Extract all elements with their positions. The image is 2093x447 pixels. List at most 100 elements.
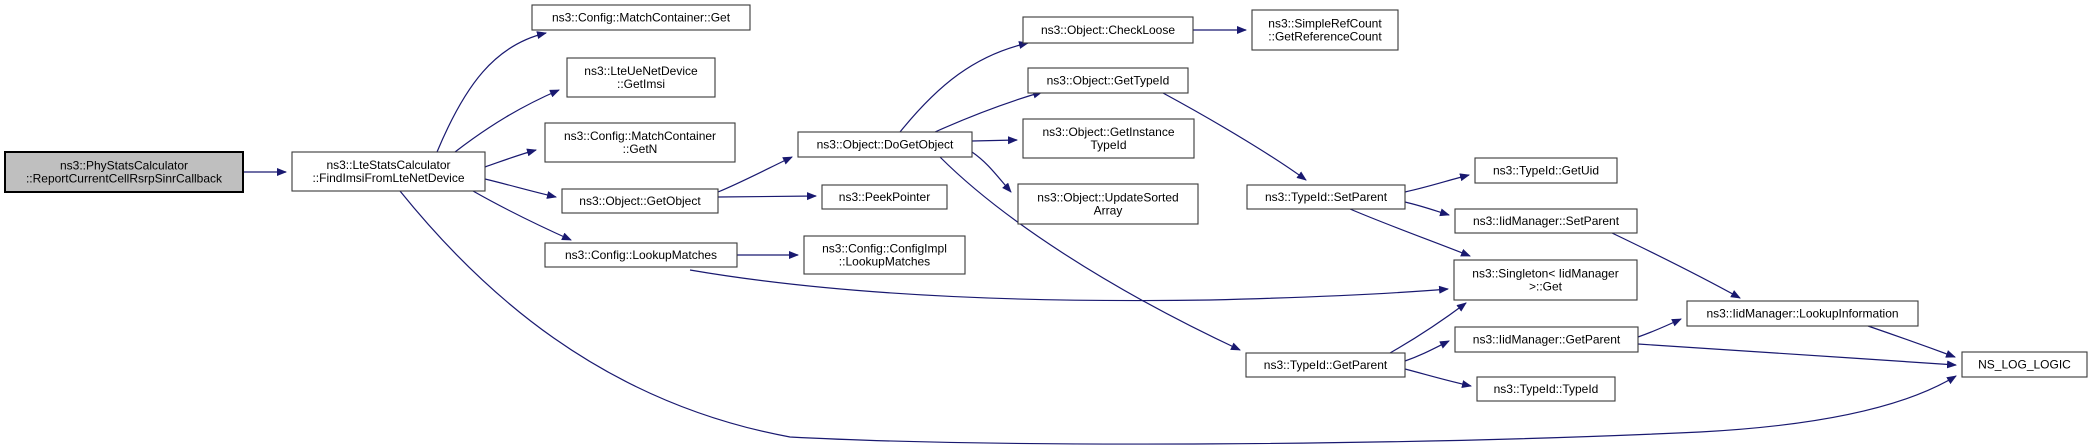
node-label: ns3::TypeId::TypeId	[1494, 382, 1599, 396]
edge-config-lookup-matches--singleton-iid-manager-get	[689, 269, 1449, 302]
edge-object-get-object--peek-pointer	[717, 192, 817, 201]
node-ns-log-logic[interactable]: NS_LOG_LOGIC	[1961, 351, 2088, 378]
edge-iid-manager-get-parent--iid-manager-lookup-information	[1637, 318, 1682, 338]
node-label: ns3::TypeId::GetParent	[1264, 358, 1388, 372]
node-simple-ref-count-get-reference-count[interactable]: ns3::SimpleRefCount::GetReferenceCount	[1251, 9, 1399, 51]
edge-object-do-get-object--object-get-instance-type-id	[971, 136, 1018, 145]
node-label: ns3::Config::LookupMatches	[565, 248, 717, 262]
edge-type-id-get-parent--type-id-type-id	[1404, 368, 1472, 388]
node-box[interactable]	[1245, 352, 1406, 378]
node-label: ns3::TypeId::GetUid	[1493, 164, 1599, 178]
edge-object-get-type-id--type-id-set-parent	[1162, 92, 1307, 181]
node-label: NS_LOG_LOGIC	[1978, 358, 2071, 372]
edge-find-imsi-from-lte-net-device--object-get-object	[484, 178, 557, 199]
edge-object-get-object--object-do-get-object	[717, 156, 793, 193]
node-box[interactable]	[1453, 259, 1638, 301]
edge-object-do-get-object--type-id-get-parent	[939, 156, 1241, 351]
node-type-id-set-parent[interactable]: ns3::TypeId::SetParent	[1246, 184, 1406, 210]
node-label: ns3::Config::ConfigImpl	[822, 242, 947, 256]
node-find-imsi-from-lte-net-device[interactable]: ns3::LteStatsCalculator::FindImsiFromLte…	[291, 151, 486, 192]
node-peek-pointer[interactable]: ns3::PeekPointer	[821, 184, 948, 210]
node-label: ::FindImsiFromLteNetDevice	[312, 171, 464, 185]
node-type-id-get-uid[interactable]: ns3::TypeId::GetUid	[1474, 157, 1618, 184]
node-box[interactable]	[1251, 9, 1399, 51]
node-box[interactable]	[1474, 157, 1618, 184]
node-box[interactable]	[821, 184, 948, 210]
node-box[interactable]	[561, 188, 719, 214]
node-label: ns3::IidManager::GetParent	[1473, 333, 1621, 347]
node-report-current-cell-rsrp-sinr-callback: ns3::PhyStatsCalculator::ReportCurrentCe…	[4, 151, 244, 193]
node-box[interactable]	[531, 4, 751, 31]
edge-find-imsi-from-lte-net-device--match-container-get-n	[484, 148, 537, 168]
node-box[interactable]	[1017, 183, 1199, 225]
edge-find-imsi-from-lte-net-device--lte-ue-net-device-get-imsi	[454, 89, 560, 153]
node-label: ns3::Object::CheckLoose	[1041, 23, 1175, 37]
node-box[interactable]	[803, 235, 966, 275]
node-label: ns3::Object::GetTypeId	[1047, 74, 1170, 88]
node-box[interactable]	[1961, 351, 2088, 378]
node-label: ::GetN	[623, 142, 658, 156]
node-label: ns3::LteUeNetDevice	[584, 64, 698, 78]
node-box[interactable]	[544, 122, 736, 163]
edge-iid-manager-set-parent--iid-manager-lookup-information	[1611, 232, 1741, 299]
node-box	[4, 151, 244, 193]
nodes-layer: ns3::PhyStatsCalculator::ReportCurrentCe…	[4, 4, 2088, 402]
node-label: ns3::Singleton< IidManager	[1472, 267, 1618, 281]
node-config-impl-lookup-matches[interactable]: ns3::Config::ConfigImpl::LookupMatches	[803, 235, 966, 275]
node-lte-ue-net-device-get-imsi[interactable]: ns3::LteUeNetDevice::GetImsi	[566, 57, 716, 98]
edge-object-do-get-object--object-update-sorted-array	[971, 151, 1012, 193]
edge-find-imsi-from-lte-net-device--match-container-get	[436, 31, 547, 153]
node-box[interactable]	[1246, 184, 1406, 210]
node-object-get-object[interactable]: ns3::Object::GetObject	[561, 188, 719, 214]
node-label: ns3::LteStatsCalculator	[326, 158, 450, 172]
node-box[interactable]	[797, 131, 973, 158]
node-label: ns3::Object::DoGetObject	[817, 138, 954, 152]
edge-type-id-get-parent--iid-manager-get-parent	[1404, 340, 1450, 362]
node-box[interactable]	[1022, 118, 1195, 159]
node-config-lookup-matches[interactable]: ns3::Config::LookupMatches	[544, 242, 738, 268]
node-box[interactable]	[1476, 376, 1616, 402]
node-label: ns3::SimpleRefCount	[1268, 17, 1382, 31]
node-box[interactable]	[291, 151, 486, 192]
node-object-check-loose[interactable]: ns3::Object::CheckLoose	[1022, 16, 1194, 44]
edge-type-id-set-parent--iid-manager-set-parent	[1404, 201, 1450, 217]
node-label: ns3::Object::GetObject	[579, 194, 701, 208]
node-label: ns3::PeekPointer	[839, 190, 930, 204]
node-label: ::GetImsi	[617, 77, 665, 91]
node-box[interactable]	[1454, 326, 1639, 353]
node-box[interactable]	[566, 57, 716, 98]
node-label: ns3::PhyStatsCalculator	[60, 159, 188, 173]
edge-find-imsi-from-lte-net-device--config-lookup-matches	[472, 190, 572, 241]
node-iid-manager-lookup-information[interactable]: ns3::IidManager::LookupInformation	[1686, 300, 1919, 327]
edge-type-id-set-parent--singleton-iid-manager-get	[1349, 208, 1471, 257]
node-object-do-get-object[interactable]: ns3::Object::DoGetObject	[797, 131, 973, 158]
node-box[interactable]	[1022, 16, 1194, 44]
node-type-id-get-parent[interactable]: ns3::TypeId::GetParent	[1245, 352, 1406, 378]
node-label: ::ReportCurrentCellRsrpSinrCallback	[26, 172, 223, 186]
node-label: ns3::Object::GetInstance	[1042, 125, 1174, 139]
node-singleton-iid-manager-get[interactable]: ns3::Singleton< IidManager>::Get	[1453, 259, 1638, 301]
node-object-get-type-id[interactable]: ns3::Object::GetTypeId	[1027, 67, 1189, 94]
edge-iid-manager-lookup-information--ns-log-logic	[1867, 325, 1956, 358]
node-box[interactable]	[1027, 67, 1189, 94]
node-match-container-get[interactable]: ns3::Config::MatchContainer::Get	[531, 4, 751, 31]
node-type-id-type-id[interactable]: ns3::TypeId::TypeId	[1476, 376, 1616, 402]
edges-layer	[243, 26, 1957, 445]
node-label: ns3::Config::MatchContainer::Get	[552, 11, 731, 25]
edge-object-do-get-object--object-check-loose	[899, 41, 1029, 133]
node-box[interactable]	[544, 242, 738, 268]
node-label: TypeId	[1090, 138, 1126, 152]
node-label: ns3::TypeId::SetParent	[1265, 190, 1388, 204]
node-label: Array	[1094, 204, 1123, 218]
node-iid-manager-set-parent[interactable]: ns3::IidManager::SetParent	[1454, 208, 1638, 234]
node-box[interactable]	[1686, 300, 1919, 327]
node-box[interactable]	[1454, 208, 1638, 234]
node-label: ns3::IidManager::SetParent	[1473, 214, 1620, 228]
node-match-container-get-n[interactable]: ns3::Config::MatchContainer::GetN	[544, 122, 736, 163]
edge-type-id-get-parent--singleton-iid-manager-get	[1389, 302, 1467, 354]
node-iid-manager-get-parent[interactable]: ns3::IidManager::GetParent	[1454, 326, 1639, 353]
